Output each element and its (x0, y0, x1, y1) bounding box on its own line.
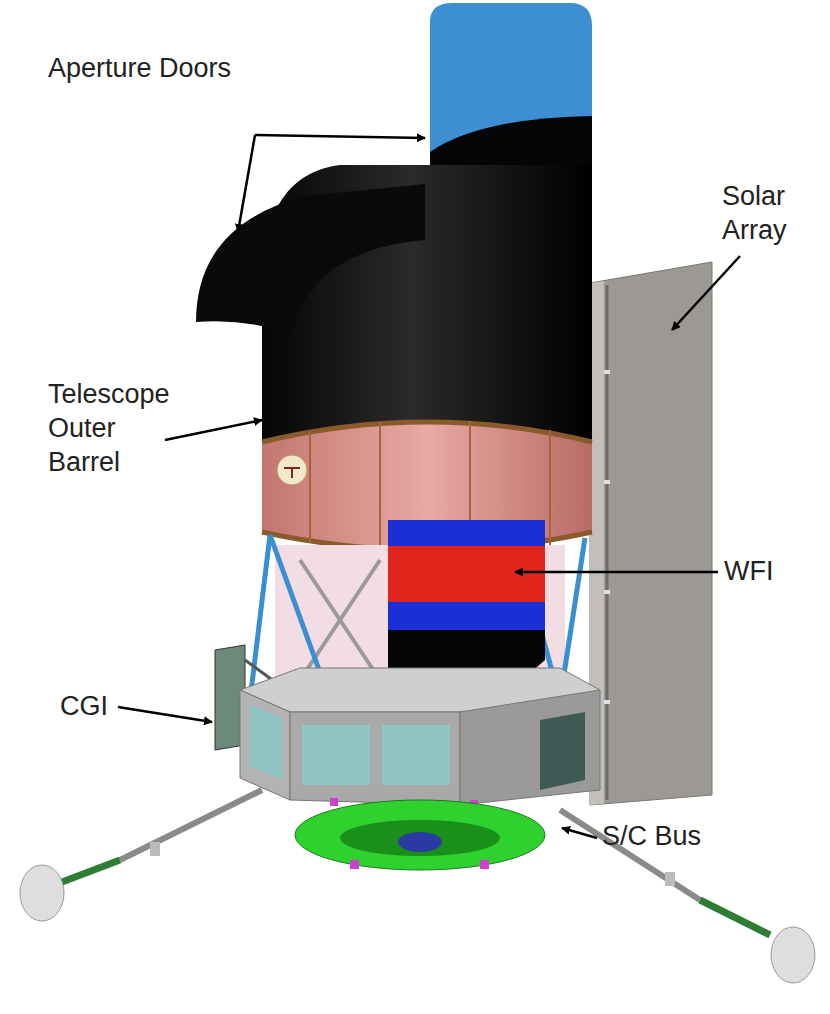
leader-arrow (118, 707, 212, 722)
leader-arrow (672, 256, 740, 330)
leader-arrow (238, 135, 255, 232)
leader-arrow (255, 135, 425, 138)
part-label: CGI (60, 690, 130, 724)
leader-arrow (562, 828, 597, 838)
part-label: Telescope Outer Barrel (48, 378, 188, 479)
leader-arrow (515, 571, 718, 574)
leader-arrow (165, 420, 262, 440)
part-label: Aperture Doors (48, 52, 263, 86)
part-label: S/C Bus (602, 820, 742, 854)
part-label: WFI (724, 555, 814, 589)
part-label: Solar Array (722, 180, 822, 248)
